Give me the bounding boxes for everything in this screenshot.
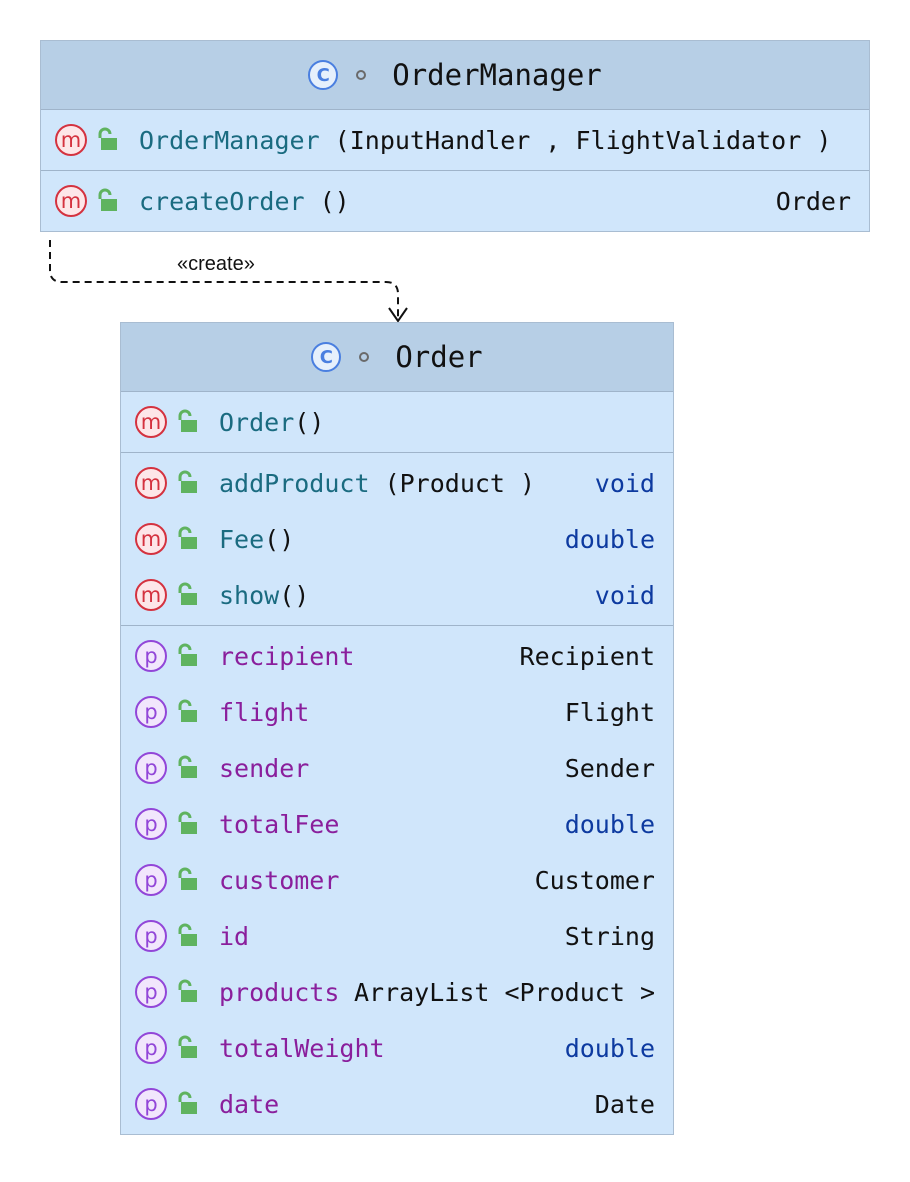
public-lock-icon: [175, 1035, 201, 1061]
visibility-dot-icon: [359, 352, 370, 362]
property-type: String: [564, 921, 655, 951]
method-icon: m: [135, 406, 167, 438]
return-type: void: [594, 468, 655, 498]
return-type: Order: [775, 186, 851, 216]
method-params: (InputHandler , FlightValidator ): [319, 125, 832, 155]
member-section: m createOrder () Order: [41, 171, 869, 231]
property-type: Customer: [534, 865, 655, 895]
property-icon: p: [135, 808, 167, 840]
method-name: Order: [219, 407, 295, 437]
method-params: (Product ): [369, 468, 536, 498]
return-type: double: [564, 524, 655, 554]
method-name: addProduct: [219, 468, 370, 498]
method-row[interactable]: m show() void: [121, 567, 673, 623]
property-type: Flight: [564, 697, 655, 727]
property-name: recipient: [219, 641, 355, 671]
property-name: id: [219, 921, 250, 951]
property-icon: p: [135, 976, 167, 1008]
property-name: totalWeight: [219, 1033, 385, 1063]
property-row[interactable]: p customer Customer: [121, 852, 673, 908]
property-type: double: [564, 1033, 655, 1063]
public-lock-icon: [175, 811, 201, 837]
public-lock-icon: [175, 867, 201, 893]
property-name: flight: [219, 697, 310, 727]
member-section: m OrderManager (InputHandler , FlightVali…: [41, 110, 869, 171]
method-name: createOrder: [139, 186, 305, 216]
return-type: void: [594, 580, 655, 610]
property-type: Date: [594, 1089, 655, 1119]
method-row[interactable]: m OrderManager (InputHandler , FlightVali…: [41, 112, 869, 168]
property-row[interactable]: p totalWeight double: [121, 1020, 673, 1076]
property-type: Recipient: [519, 641, 655, 671]
property-icon: p: [135, 640, 167, 672]
property-row[interactable]: p recipient Recipient: [121, 628, 673, 684]
property-name: products: [219, 977, 340, 1007]
class-name: OrderManager: [392, 58, 602, 92]
public-lock-icon: [95, 127, 121, 153]
public-lock-icon: [175, 643, 201, 669]
property-icon: p: [135, 1032, 167, 1064]
public-lock-icon: [175, 470, 201, 496]
public-lock-icon: [175, 923, 201, 949]
property-name: totalFee: [219, 809, 340, 839]
class-icon: C: [308, 60, 339, 90]
property-icon: p: [135, 696, 167, 728]
method-row[interactable]: m Fee() double: [121, 511, 673, 567]
property-icon: p: [135, 752, 167, 784]
method-name: OrderManager: [139, 125, 320, 155]
class-ordermanager[interactable]: C OrderManager m OrderManager (InputHandl…: [40, 40, 870, 232]
property-icon: p: [135, 1088, 167, 1120]
public-lock-icon: [175, 699, 201, 725]
class-header: C OrderManager: [41, 41, 869, 110]
member-section: m Order(): [121, 392, 673, 453]
method-params: (): [264, 524, 295, 554]
public-lock-icon: [175, 755, 201, 781]
property-type: double: [564, 809, 655, 839]
method-name: show: [219, 580, 280, 610]
property-row[interactable]: p id String: [121, 908, 673, 964]
create-stereotype-label: «create»: [177, 253, 255, 275]
method-row[interactable]: m addProduct (Product ) void: [121, 455, 673, 511]
method-params: (): [304, 186, 350, 216]
visibility-dot-icon: [356, 70, 367, 80]
property-row[interactable]: p totalFee double: [121, 796, 673, 852]
public-lock-icon: [95, 188, 121, 214]
method-icon: m: [135, 467, 167, 499]
public-lock-icon: [175, 1091, 201, 1117]
property-name: customer: [219, 865, 340, 895]
method-icon: m: [55, 185, 87, 217]
method-icon: m: [55, 124, 87, 156]
property-name: sender: [219, 753, 310, 783]
property-icon: p: [135, 920, 167, 952]
property-name: date: [219, 1089, 280, 1119]
method-icon: m: [135, 579, 167, 611]
dependency-line: [49, 240, 399, 320]
property-row[interactable]: p sender Sender: [121, 740, 673, 796]
public-lock-icon: [175, 582, 201, 608]
class-icon: C: [311, 342, 342, 372]
class-name: Order: [395, 340, 483, 374]
property-type: Sender: [564, 753, 655, 783]
method-row[interactable]: m Order(): [121, 394, 673, 450]
public-lock-icon: [175, 526, 201, 552]
method-icon: m: [135, 523, 167, 555]
method-name: Fee: [219, 524, 265, 554]
property-icon: p: [135, 864, 167, 896]
property-row[interactable]: p products ArrayList <Product >: [121, 964, 673, 1020]
method-params: (): [279, 580, 310, 610]
method-params: (): [294, 407, 325, 437]
property-row[interactable]: p date Date: [121, 1076, 673, 1132]
public-lock-icon: [175, 409, 201, 435]
class-members: m OrderManager (InputHandler , FlightVali…: [41, 110, 869, 231]
property-type: ArrayList <Product >: [353, 977, 655, 1007]
property-row[interactable]: p flight Flight: [121, 684, 673, 740]
dependency-arrowhead: [388, 307, 408, 323]
method-row[interactable]: m createOrder () Order: [41, 173, 869, 229]
public-lock-icon: [175, 979, 201, 1005]
class-header: C Order: [121, 323, 673, 392]
